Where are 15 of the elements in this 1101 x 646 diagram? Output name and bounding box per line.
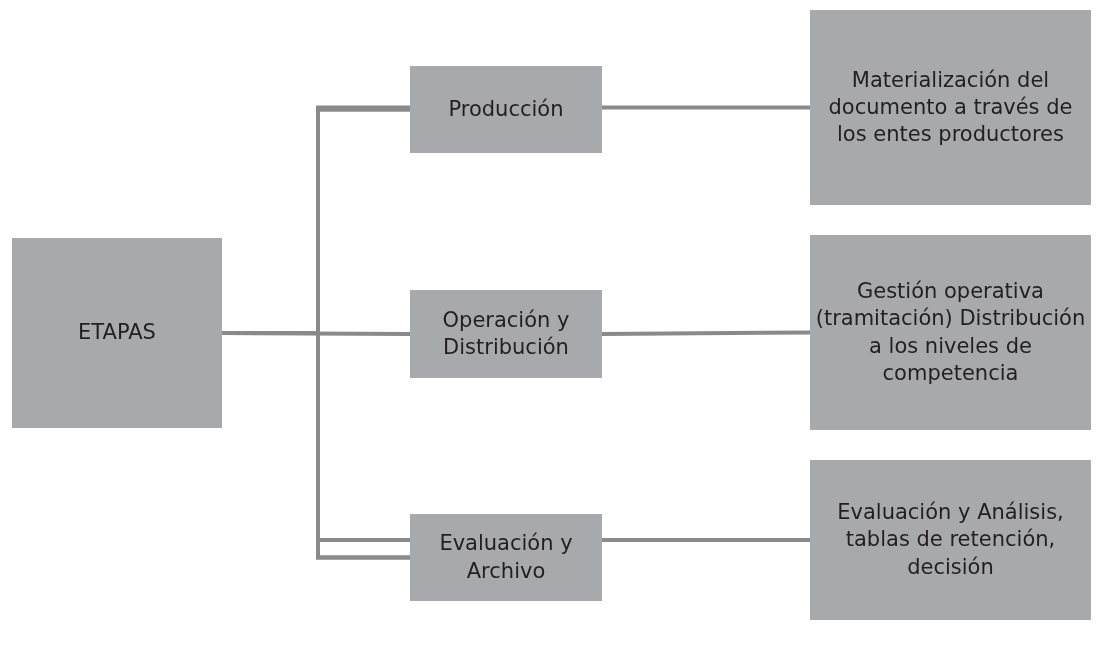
- process-box: [410, 514, 602, 601]
- box-label: Materialización del documento a través de los entes productores: [827, 66, 1074, 149]
- box-label: Gestión operativa (tramitación) Distribución a los niveles de competencia: [814, 277, 1087, 387]
- process-box: [410, 66, 602, 153]
- process-box: [12, 238, 222, 428]
- process-box: [410, 290, 602, 378]
- process-box: [810, 10, 1091, 205]
- box-label: Evaluación y Análisis, tablas de retención, decisión: [836, 499, 1065, 581]
- process-box: [810, 460, 1091, 620]
- connector-line: [602, 330, 810, 336]
- box-label: Evaluación y Archivo: [438, 530, 574, 585]
- box-label: Producción: [448, 95, 564, 123]
- process-box: [810, 235, 1091, 430]
- box-label: ETAPAS: [78, 319, 156, 347]
- box-label: Operación y Distribución: [441, 306, 571, 361]
